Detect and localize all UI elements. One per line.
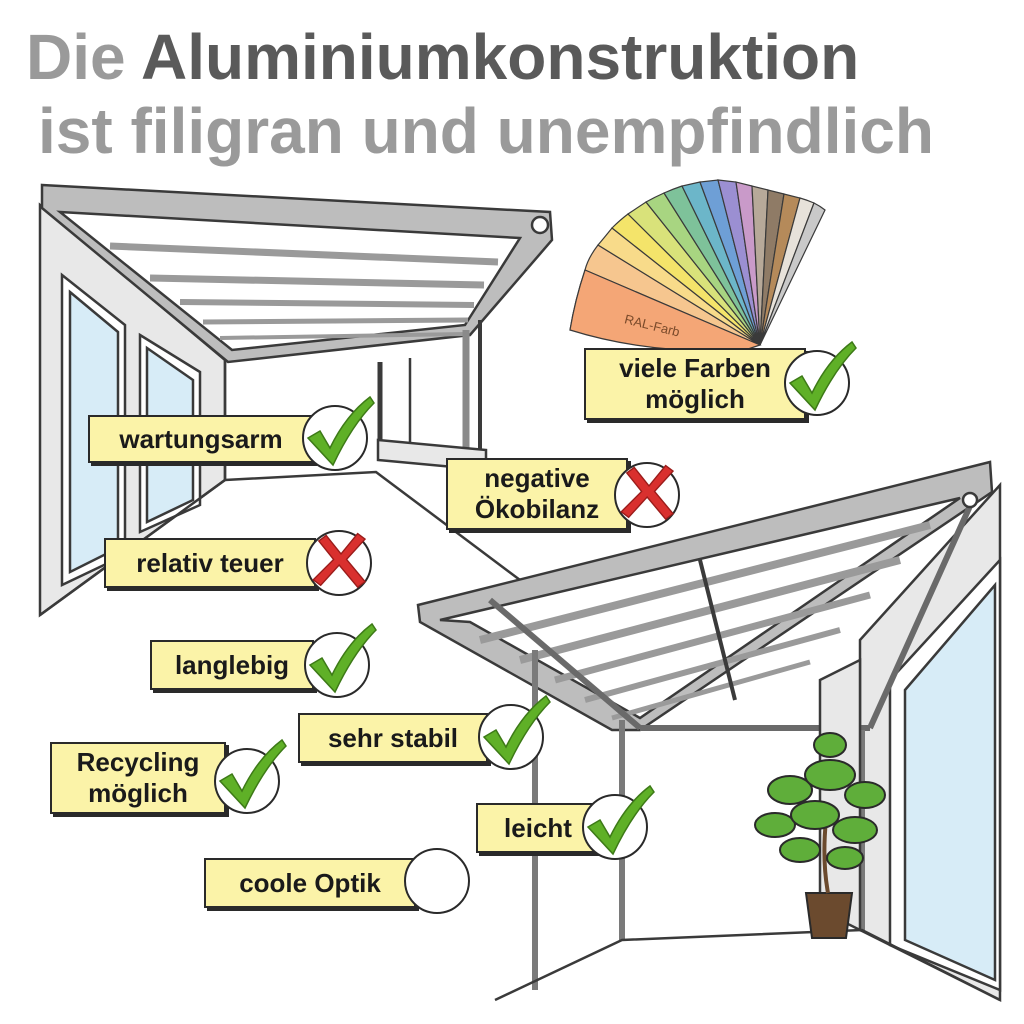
cross-icon: [614, 462, 680, 528]
label-text-line2: möglich: [645, 384, 745, 414]
label-text-line1: Recycling: [76, 747, 200, 777]
label-text: relativ teuer: [136, 547, 284, 578]
left-conservatory-drawing: [38, 183, 554, 618]
cross-icon: [306, 530, 372, 596]
label-relativ-teuer: relativ teuer: [104, 538, 316, 588]
label-text: coole Optik: [239, 867, 381, 898]
label-recycling: Recycling möglich: [50, 742, 226, 814]
label-text-line1: viele Farben: [619, 353, 771, 383]
label-text: wartungsarm: [119, 423, 283, 454]
page-title: Die Aluminiumkonstruktion ist filigran u…: [26, 20, 934, 168]
check-icon: [214, 738, 287, 814]
check-icon: [302, 395, 375, 471]
label-negative-oekobilanz: negative Ökobilanz: [446, 458, 628, 530]
check-icon: [478, 694, 551, 770]
label-text: leicht: [504, 812, 572, 843]
empty-circle-icon: [404, 848, 470, 914]
label-leicht: leicht: [476, 803, 600, 853]
check-icon: [784, 340, 857, 416]
label-text-line2: Ökobilanz: [474, 494, 600, 524]
title-line2: ist filigran und unempfindlich: [38, 95, 934, 167]
label-text-line1: negative: [484, 463, 590, 493]
ral-color-fan-drawing: [569, 179, 826, 352]
right-conservatory-drawing: [416, 460, 1002, 1003]
label-text: sehr stabil: [327, 722, 459, 753]
label-wartungsarm: wartungsarm: [88, 415, 314, 463]
potted-plant-drawing: [754, 732, 886, 939]
check-icon: [304, 622, 377, 698]
label-langlebig: langlebig: [150, 640, 314, 690]
label-coole-optik: coole Optik: [204, 858, 416, 908]
label-text: langlebig: [174, 649, 290, 680]
check-icon: [582, 784, 655, 860]
title-prefix: Die: [26, 21, 126, 93]
label-text-line2: möglich: [88, 778, 188, 808]
title-main: Aluminiumkonstruktion: [141, 21, 860, 93]
label-viele-farben: viele Farben möglich: [584, 348, 806, 420]
label-sehr-stabil: sehr stabil: [298, 713, 488, 763]
